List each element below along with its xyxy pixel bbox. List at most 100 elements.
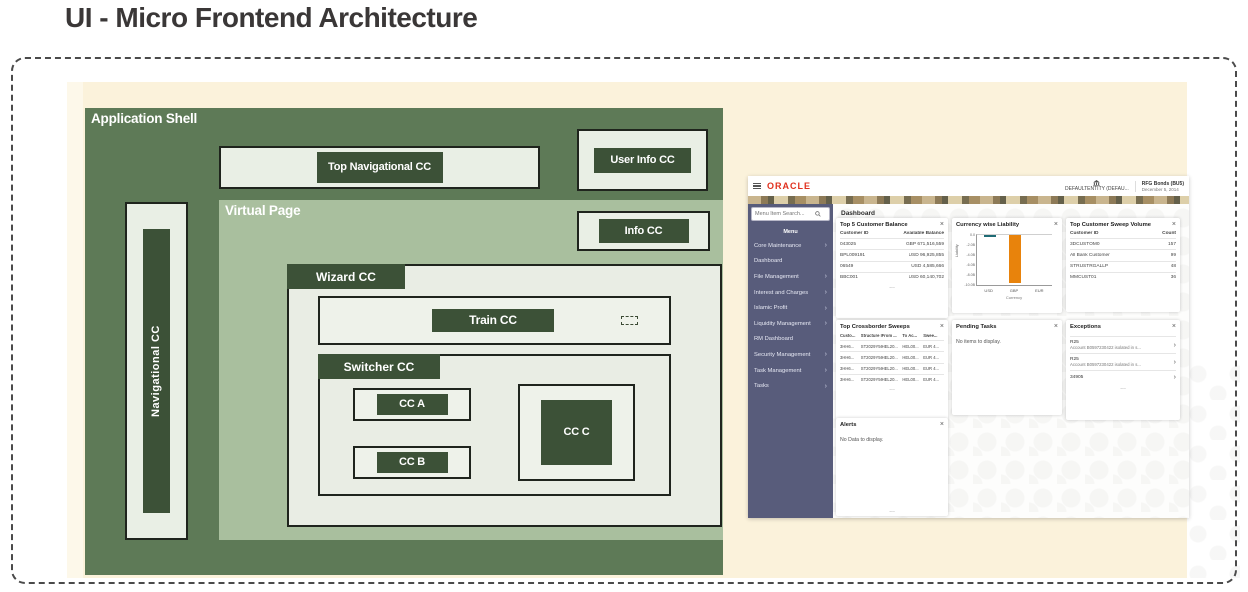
close-icon[interactable]: × [939,323,944,330]
sidebar-item-task-management[interactable]: Task Management› [748,363,833,379]
y-axis-tick: -10.0B [964,283,975,287]
branch-info[interactable]: RFG Bonds (BU5) December 5, 2014 [1134,180,1184,192]
top-navigational-cc-box: Top Navigational CC [219,146,540,189]
header-decorative-band [748,196,1189,204]
train-cc-box: Train CC [318,296,671,345]
x-axis-tick: USD [984,288,993,293]
pagination-dots[interactable]: ... [889,384,895,392]
dashboard-page-title: Dashboard [841,210,875,217]
table-cell: EUR 4... [923,377,940,383]
y-axis-tick: -2.0B [966,243,975,247]
user-info-cc-label: User Info CC [594,147,691,173]
chevron-right-icon: › [1173,374,1176,381]
wizard-cc-label: Wizard CC [287,264,405,289]
sidebar-item-core-maintenance[interactable]: Core Maintenance› [748,238,833,254]
close-icon[interactable]: × [1171,221,1176,228]
cc-a-label: CC A [376,394,448,415]
table-cell: BPL009191 [840,252,866,258]
table-cell: All Bank Customer [1070,252,1110,258]
sidebar-item-liquidity-management[interactable]: Liquidity Management› [748,316,833,332]
cc-b-box: CC B [353,446,471,479]
pagination-dots[interactable]: ... [889,282,895,290]
y-axis-tick: -8.0B [966,273,975,277]
table-cell: EUR 4... [923,366,940,372]
sidebar-item-label: Security Management [754,351,811,358]
close-icon[interactable]: × [1053,221,1058,228]
table-cell: 99 [1170,252,1176,258]
sidebar-item-tasks[interactable]: Tasks› [748,378,833,394]
table-row: 3HH6...ST2029Y56...HEL20...HEL00...EUR 4… [840,351,944,362]
column-header: Customer ID [840,230,869,236]
sidebar-item-label: Dashboard [754,258,783,265]
sidebar-item-interest-and-charges[interactable]: Interest and Charges› [748,285,833,301]
column-header: Swee... [923,332,938,338]
entity-name: DEFAULTENTITY (DEFAU... [1065,186,1129,192]
wizard-cc-box: Wizard CC Train CC Switcher CC CC A CC B… [287,264,722,527]
table-cell: HEL20... [881,343,898,349]
table-cell: HEL00... [902,366,919,372]
close-icon[interactable]: × [939,421,944,428]
entity-selector[interactable]: DEFAULTENTITY (DEFAU... [1065,180,1129,192]
column-header: To Ac... [902,332,918,338]
table-cell: 3HH6... [840,343,855,349]
close-icon[interactable]: × [1053,323,1058,330]
sidebar-item-security-management[interactable]: Security Management › [748,347,833,363]
exception-code: R25 [1070,357,1079,362]
close-icon[interactable]: × [939,221,944,228]
branch-name: RFG Bonds (BU5) [1141,180,1184,187]
exception-row[interactable]: 34905 › [1070,370,1176,384]
table-cell: HEL00... [902,343,919,349]
sidebar-item-label: Islamic Profit [754,305,788,312]
pagination-dots[interactable]: ... [1120,384,1126,391]
exception-code: R25 [1070,340,1079,345]
card-title: Top 5 Customer Balance [840,222,908,228]
sidebar-item-label: Tasks [754,383,769,390]
card-top-crossborder-sweeps: Top Crossborder Sweeps× Custo... Structu… [836,320,948,420]
chevron-right-icon: › [824,351,827,359]
card-top5-customer-balance: Top 5 Customer Balance × Customer ID Avai… [836,218,948,318]
oracle-logo: ORACLE [767,181,811,191]
column-header: Available Balance [903,230,944,236]
chart-bar-gbp [1008,235,1021,283]
card-pending-tasks: Pending Tasks× No items to display. [952,320,1062,415]
exception-description: Account B0597230422 isolated in s... [1070,362,1141,367]
sidebar-item-label: Liquidity Management [754,320,811,327]
y-axis-tick: -4.0B [966,253,975,257]
sidebar-item-file-management[interactable]: File Management› [748,269,833,285]
pagination-dots[interactable]: ... [889,507,895,514]
sidebar-item-rm-dashboard[interactable]: RM Dashboard [748,332,833,348]
close-icon[interactable]: × [1171,323,1176,330]
empty-state-text: No Data to display. [840,437,884,443]
hamburger-menu-icon[interactable] [753,182,761,190]
menu-search-box[interactable] [751,207,830,221]
sidebar: Menu Core Maintenance› Dashboard File Ma… [748,204,833,518]
chart-plot-area: 0.0-2.0B-4.0B-6.0B-8.0B-10.0B [964,233,1052,287]
cc-b-label: CC B [376,452,448,473]
card-currency-wise-liability: Currency wise Liability× Liability 0.0-2… [952,218,1062,313]
menu-search-input[interactable] [755,211,815,217]
column-header: From ... [881,332,897,338]
table-cell: HEL20... [881,354,898,360]
table-cell: 3DCUSTOM0 [1070,241,1100,247]
corner-texture-decoration [1188,360,1240,578]
table-cell: 36 [1170,275,1176,281]
dashed-frame [11,57,1237,584]
x-axis-tick: GBP [1009,288,1019,293]
sidebar-item-islamic-profit[interactable]: Islamic Profit› [748,300,833,316]
sidebar-item-dashboard[interactable]: Dashboard [748,254,833,270]
table-cell: USD 96,925,855 [908,252,944,258]
card-title: Alerts [840,422,857,428]
top-navigational-cc-label: Top Navigational CC [316,152,443,183]
x-axis-label: Currency [1005,295,1023,300]
cc-c-box: CC C [518,384,635,481]
